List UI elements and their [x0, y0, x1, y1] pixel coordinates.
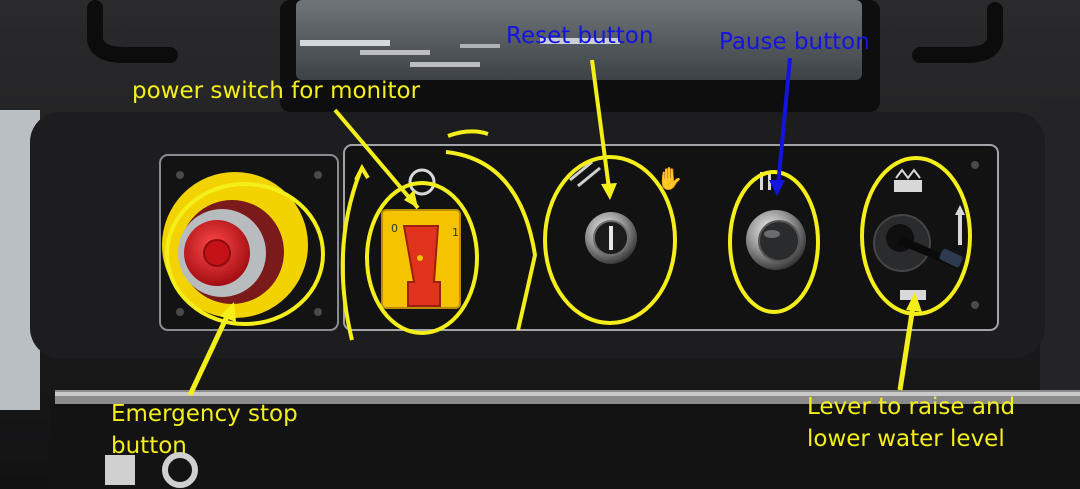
lever-arrow: [897, 299, 917, 391]
emergency-stop-label-line2: button: [111, 433, 187, 459]
annotation-ellipses: [165, 129, 972, 341]
pause-arrow: [776, 57, 792, 187]
lever-ellipse: [860, 156, 972, 316]
emergency-stop-label-line1: Emergency stop: [111, 401, 298, 427]
lever-label-line1: Lever to raise and: [807, 394, 1016, 420]
switch-on-mark: 1: [452, 226, 459, 239]
reset-arrow: [590, 59, 612, 197]
switch-off-mark: 0: [391, 222, 398, 235]
reset-ellipse: [543, 155, 677, 325]
power-arrow: [333, 108, 420, 210]
water-level-lever[interactable]: [873, 168, 965, 300]
estop-ellipse: [165, 182, 325, 326]
annotation-arrows: [187, 57, 922, 397]
power-switch-label: power switch for monitor: [132, 78, 421, 104]
handles: [87, 0, 1003, 63]
pause-button-label: Pause button: [719, 29, 870, 55]
emergency-stop-button[interactable]: [162, 172, 308, 318]
reset-button[interactable]: ✋: [569, 160, 683, 264]
reset-button-label: Reset button: [506, 23, 654, 49]
lever-label-line2: lower water level: [807, 426, 1005, 452]
power-switch-ellipse: [365, 181, 479, 335]
monitor-screen: [280, 0, 880, 112]
power-switch[interactable]: 0 1: [381, 168, 461, 309]
pause-ellipse: [728, 170, 820, 314]
pause-button[interactable]: [746, 172, 806, 270]
hinge-strip: [50, 390, 1080, 489]
estop-arrow: [187, 308, 233, 397]
